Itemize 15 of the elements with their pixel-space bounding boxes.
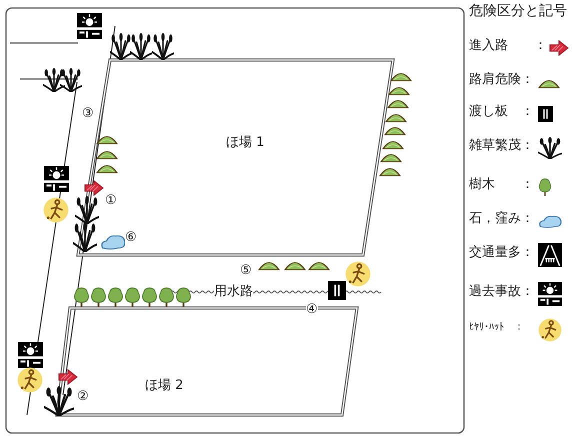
legend-label: 進入路 ： <box>469 38 547 53</box>
legend-label: 雑草繁茂： <box>469 138 534 153</box>
legend-label: 路肩危険： <box>469 72 534 87</box>
legend-label: 交通量多： <box>469 245 534 260</box>
field-plot <box>78 60 393 256</box>
callout-number: ⑥ <box>125 230 137 245</box>
field-label: ほ場 1 <box>226 135 264 150</box>
legend-title: 危険区分と記号 <box>469 4 567 19</box>
channel-label: 用水路 <box>214 284 253 299</box>
field-label: ほ場 2 <box>145 378 184 393</box>
legend-label: 石，窪み： <box>469 211 534 226</box>
legend-label: 樹木 ： <box>469 177 534 192</box>
legend-label: 渡し板 ： <box>469 104 534 119</box>
legend-label: 過去事故： <box>469 284 534 299</box>
legend-label: ﾋﾔﾘ･ﾊｯﾄ ： <box>469 321 524 335</box>
